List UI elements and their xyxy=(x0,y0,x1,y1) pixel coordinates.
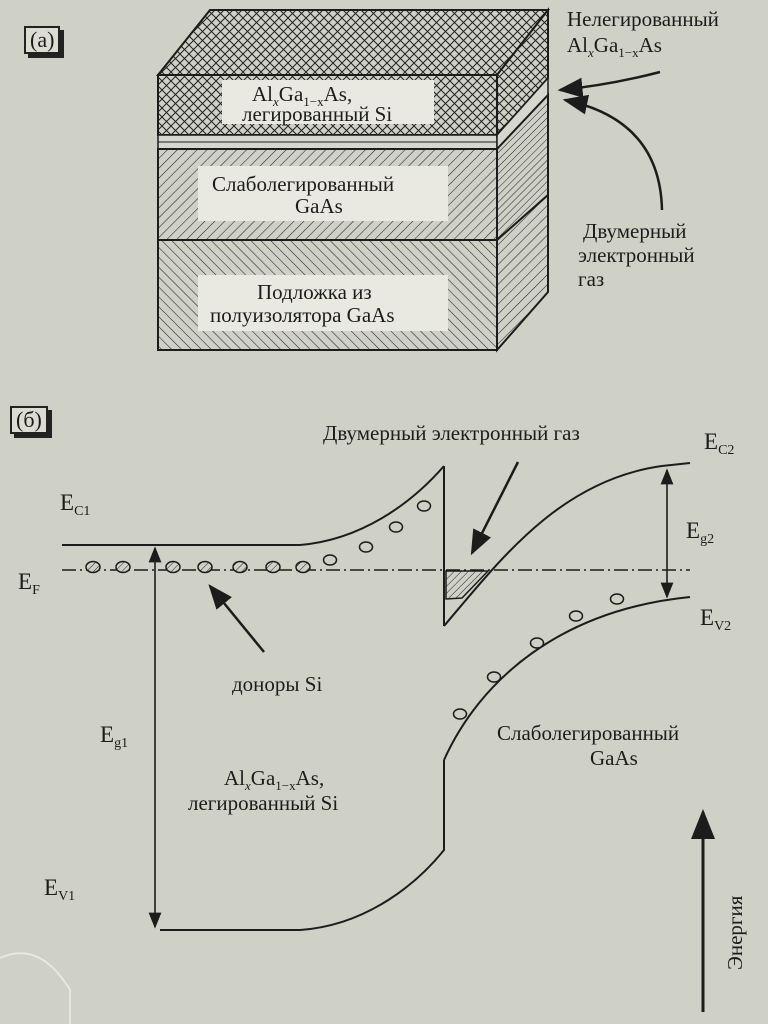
panel-a-tag: (а) xyxy=(24,26,61,54)
layer-block xyxy=(155,7,551,353)
donor-dot xyxy=(295,560,311,574)
label-left-1: AlxGa1−xAs, xyxy=(224,766,324,793)
label-ec1: EC1 xyxy=(60,490,90,519)
label-donors: доноры Si xyxy=(232,672,322,696)
ion-dot xyxy=(388,521,404,533)
donor-dot xyxy=(85,560,101,574)
band-diagram xyxy=(62,462,691,931)
band-ec2 xyxy=(443,462,691,627)
label-ef: EF xyxy=(18,569,40,598)
ann-2deg-3: газ xyxy=(578,267,604,291)
block-top-face xyxy=(155,9,551,76)
layer-mid-label-2: GaAs xyxy=(295,194,343,218)
ann-undoped-1: Нелегированный xyxy=(567,7,719,31)
label-bg-top xyxy=(222,80,434,124)
donor-dot xyxy=(265,560,281,574)
ionized-donors xyxy=(322,500,625,720)
label-bg-mid xyxy=(198,166,448,221)
arrow-2deg-b xyxy=(470,461,520,556)
band-ev1 xyxy=(160,760,445,931)
ann-undoped-2: AlxGa1−xAs xyxy=(567,33,662,60)
layer-bottom-label-1: Подложка из xyxy=(257,280,372,304)
2deg-filled-notch xyxy=(445,570,490,600)
label-ev1: EV1 xyxy=(44,875,75,904)
donor-atoms xyxy=(85,560,311,574)
label-bg-bottom xyxy=(198,275,448,331)
label-eg1: Eg1 xyxy=(100,722,128,751)
ion-dot xyxy=(568,610,584,622)
ion-dot xyxy=(322,554,338,566)
arrow-donors xyxy=(208,584,265,653)
label-left-2: легированный Si xyxy=(188,791,338,815)
ann-2deg-1: Двумерный xyxy=(583,219,686,243)
arrow-2deg-a xyxy=(562,94,664,211)
layer-mid-label-1: Слаболегированный xyxy=(212,172,394,196)
arrow-undoped xyxy=(557,70,661,98)
label-right-1: Слаболегированный xyxy=(497,721,679,745)
ion-dot xyxy=(529,637,545,649)
label-right-2: GaAs xyxy=(590,746,638,770)
donor-dot xyxy=(232,560,248,574)
label-ec2: EC2 xyxy=(704,429,734,458)
label-energy: Энергия xyxy=(723,895,747,970)
ann-2deg-2: электронный xyxy=(578,243,695,267)
layer-bottom-label-2: полуизолятора GaAs xyxy=(210,303,395,327)
label-ev2: EV2 xyxy=(700,605,731,634)
title-2deg: Двумерный электронный газ xyxy=(323,421,580,445)
band-ev2 xyxy=(443,596,691,761)
ion-dot xyxy=(609,593,625,605)
panel-b-tag: (б) xyxy=(10,406,48,434)
donor-dot xyxy=(115,560,131,574)
corner-artifact xyxy=(0,952,71,1024)
ion-dot xyxy=(358,541,374,553)
ion-dot xyxy=(452,708,468,720)
label-eg2: Eg2 xyxy=(686,518,714,547)
donor-dot xyxy=(165,560,181,574)
side-substrate xyxy=(496,192,549,353)
band-ec1 xyxy=(62,465,445,546)
layer-top-label-2: легированный Si xyxy=(242,102,392,126)
ion-dot xyxy=(416,500,432,512)
layer-top-label-1: AlxGa1−xAs, xyxy=(252,82,352,109)
ion-dot xyxy=(486,671,502,683)
donor-dot xyxy=(197,560,213,574)
